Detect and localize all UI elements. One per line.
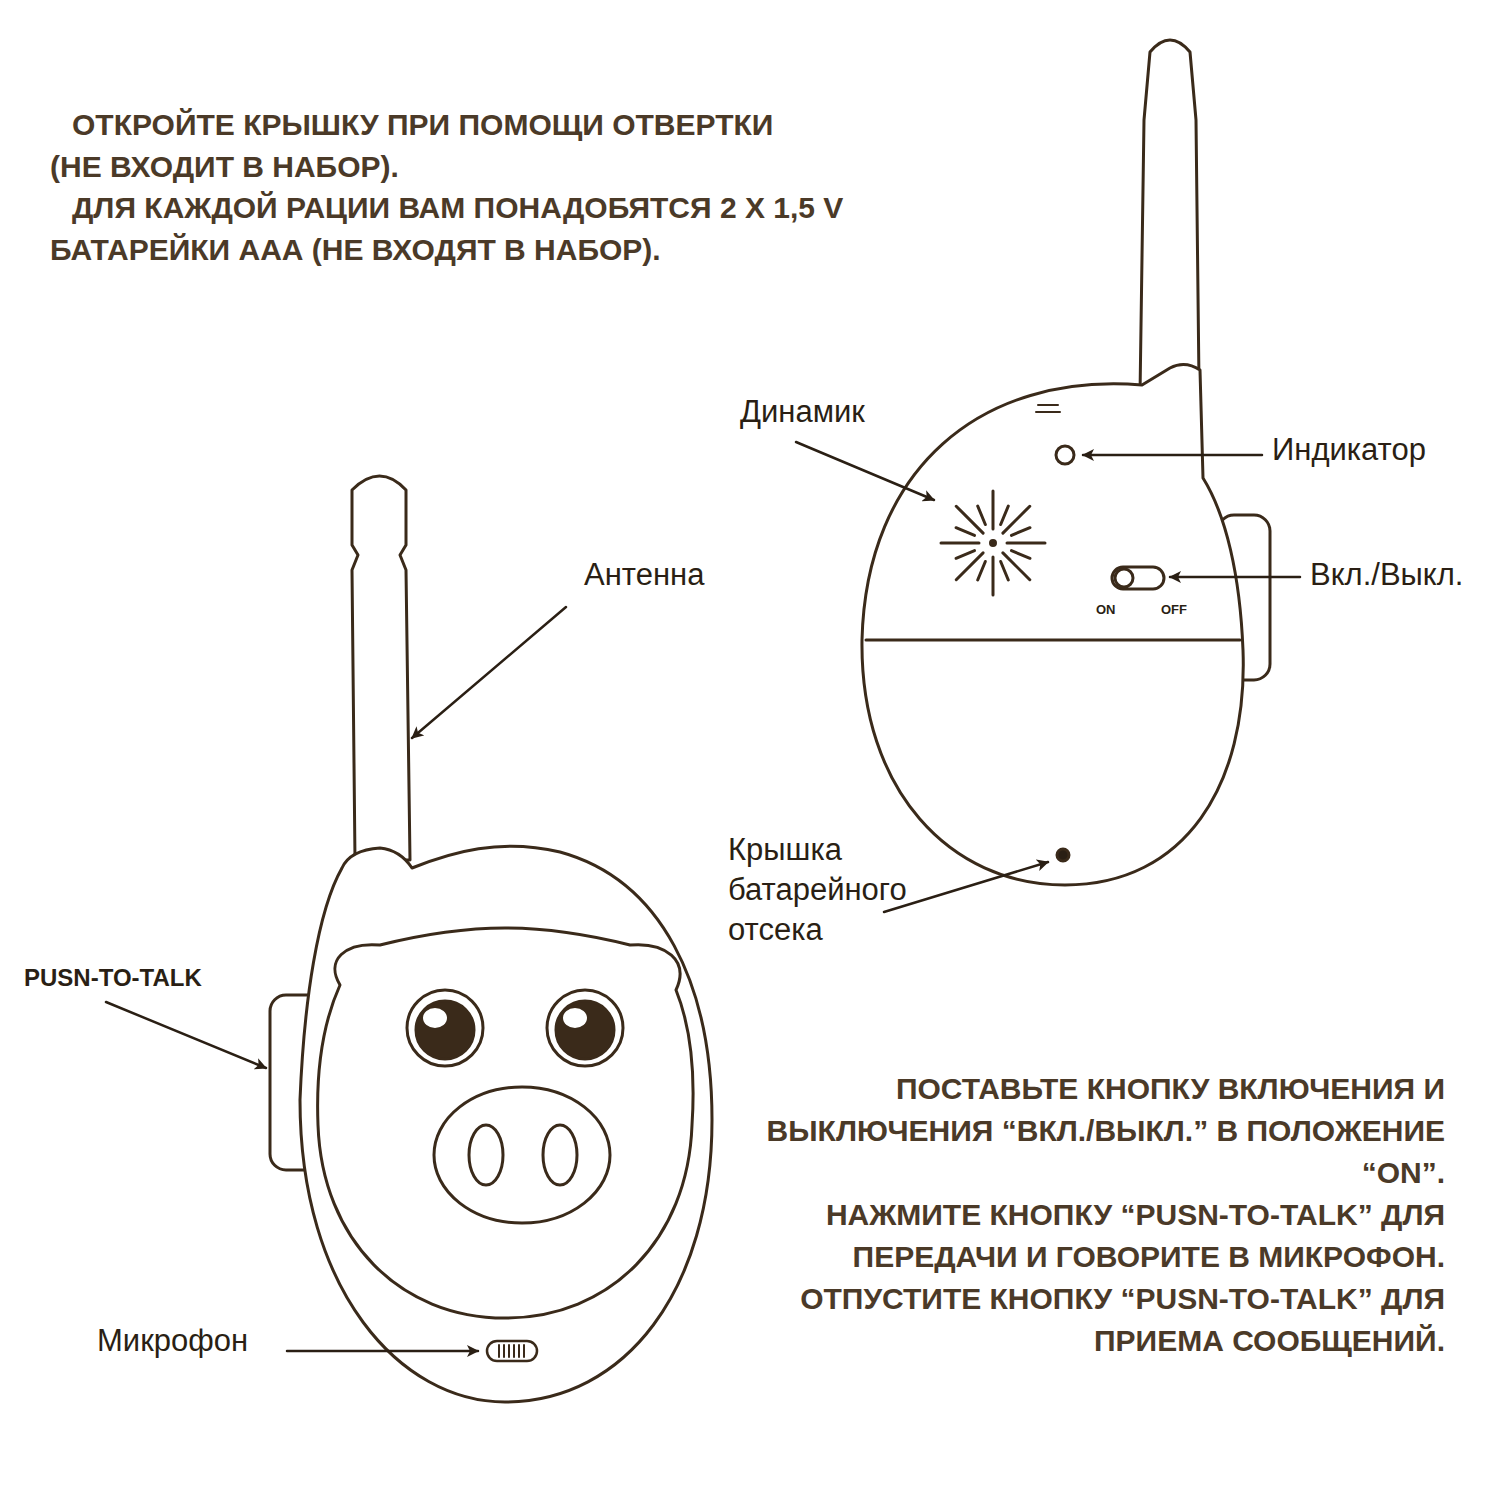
switch-label: ON: [1096, 603, 1126, 617]
part-label: Динамик: [740, 392, 940, 432]
speaker-ray: [956, 551, 974, 559]
part-label: Микрофон: [97, 1321, 297, 1361]
leader-line: [884, 862, 1048, 912]
part-label: Антенна: [584, 555, 784, 595]
indicator-led: [1056, 446, 1074, 464]
nostril: [543, 1125, 577, 1185]
speaker-ray: [992, 491, 995, 529]
instruction-note: НАЖМИТЕ КНОПКУ “PUSN-TO-TALK” ДЛЯ ПЕРЕДА…: [735, 1194, 1445, 1278]
speaker-ray: [1001, 561, 1009, 579]
speaker-ray: [1007, 542, 1045, 545]
leader-line: [1083, 454, 1262, 457]
instruction-note: ОТКРОЙТЕ КРЫШКУ ПРИ ПОМОЩИ ОТВЕРТКИ (НЕ …: [50, 104, 830, 188]
leader-line: [287, 1350, 478, 1353]
pig-face: [318, 928, 693, 1318]
speaker-ray: [956, 528, 974, 536]
eye: [407, 990, 483, 1066]
speaker-ray: [1001, 506, 1009, 524]
cover-seam: [866, 639, 1240, 642]
leader-line: [106, 1002, 266, 1068]
grille-slot: [513, 1345, 515, 1357]
slot: [1036, 411, 1060, 413]
grille-slot: [508, 1345, 510, 1357]
leader-line: [412, 607, 566, 738]
grille-slot: [523, 1345, 525, 1357]
housing: [300, 846, 712, 1402]
instruction-note: ДЛЯ КАЖДОЙ РАЦИИ ВАМ ПОНАДОБЯТСЯ 2 Х 1,5…: [50, 187, 850, 271]
switch-knob: [1115, 569, 1133, 587]
microphone-grille: [499, 1345, 524, 1357]
walkie-talkie-back: [862, 40, 1270, 885]
part-label: PUSN-TO-TALK: [24, 958, 284, 998]
switch-label: OFF: [1161, 603, 1201, 617]
grille-slot: [518, 1345, 520, 1357]
part-label: Индикатор: [1272, 430, 1472, 470]
pupil: [416, 1001, 474, 1059]
leader-line: [1170, 576, 1300, 579]
speaker-grille: [941, 491, 1045, 595]
grille-slot: [503, 1345, 505, 1357]
eye: [547, 990, 623, 1066]
part-label: Крышка батарейного отсека: [728, 830, 938, 950]
speaker-ray: [1011, 528, 1029, 536]
instruction-note: ОТПУСТИТЕ КНОПКУ “PUSN-TO-TALK” ДЛЯ ПРИЕ…: [735, 1278, 1445, 1362]
housing: [862, 364, 1243, 885]
speaker-ray: [992, 557, 995, 595]
speaker-ray: [978, 561, 986, 579]
speaker-ray: [978, 506, 986, 524]
nostril: [469, 1125, 503, 1185]
speaker-ray: [941, 542, 979, 545]
eye-highlight: [563, 1008, 587, 1028]
cover-screw: [1057, 849, 1069, 861]
walkie-talkie-front: [270, 476, 712, 1402]
switch: [1112, 567, 1164, 589]
microphone: [487, 1341, 537, 1361]
eye-highlight: [423, 1008, 447, 1028]
grille-slot: [498, 1345, 500, 1357]
speaker-center: [991, 541, 996, 546]
slot: [1038, 404, 1058, 406]
part-label: Вкл./Выкл.: [1310, 555, 1490, 595]
instruction-note: ПОСТАВЬТЕ КНОПКУ ВКЛЮЧЕНИЯ И ВЫКЛЮЧЕНИЯ …: [735, 1068, 1445, 1194]
snout: [434, 1087, 610, 1223]
leader-line: [796, 442, 934, 500]
speaker-ray: [1011, 551, 1029, 559]
antenna: [352, 476, 410, 860]
pupil: [556, 1001, 614, 1059]
